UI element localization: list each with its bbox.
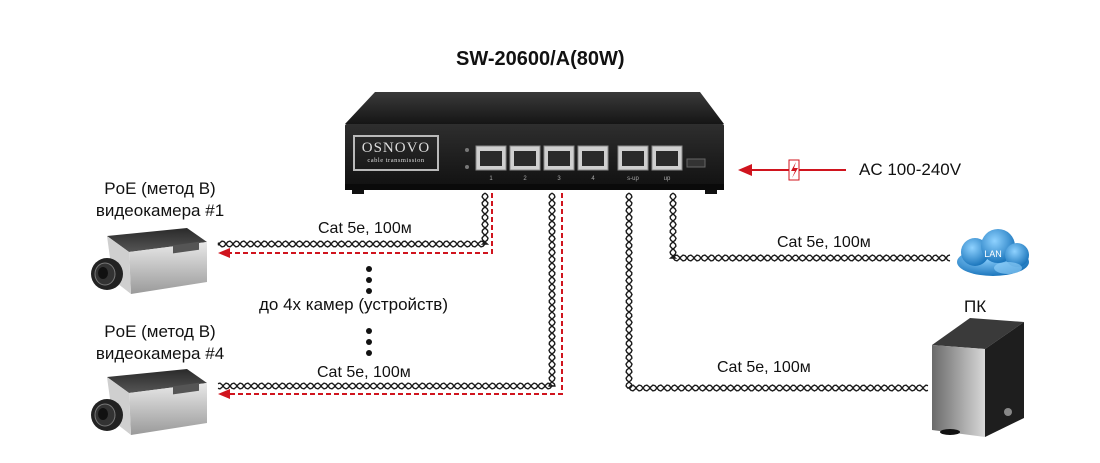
port-label: 3	[557, 176, 561, 182]
port-label: 1	[489, 176, 493, 182]
diagram-title: SW-20600/A(80W)	[456, 48, 625, 70]
pc-label: ПК	[964, 297, 987, 316]
poe-arrows	[226, 193, 563, 395]
ethernet-port-socket	[514, 151, 536, 166]
brand-name: OSNOVO	[361, 140, 431, 156]
cable-camera-1	[217, 192, 489, 248]
ellipsis-dots	[366, 266, 372, 356]
switch-top	[345, 92, 724, 124]
ethernet-port-socket	[548, 151, 570, 166]
led-power	[465, 148, 469, 152]
pc-tower-icon	[932, 318, 1024, 437]
power-arrow-head	[738, 164, 752, 176]
cables	[217, 192, 951, 392]
lan-label: LAN	[984, 249, 1002, 259]
arrow-head-cam4	[218, 389, 230, 399]
camera-icon	[91, 228, 207, 294]
cable-label-lan: Cat 5e, 100м	[777, 234, 871, 251]
ethernet-port-socket	[656, 151, 678, 166]
brand-logo: OSNOVO cable transmission	[353, 135, 439, 171]
camera-4-name: видеокамера #4	[95, 344, 225, 363]
ethernet-port-socket	[480, 151, 502, 166]
camera-1-method: PoE (метод B)	[104, 179, 216, 198]
lightning-icon	[791, 162, 798, 178]
arrow-head-cam1	[218, 248, 230, 258]
power-input	[738, 159, 846, 181]
dc-socket	[686, 158, 706, 168]
port-label: s-up	[627, 176, 639, 182]
poe-arrow-cam1	[226, 193, 493, 254]
port-label: up	[664, 176, 671, 182]
power-label: AC 100-240V	[859, 160, 962, 179]
cable-camera-4	[217, 192, 556, 390]
camera-icon	[91, 369, 207, 435]
led-status	[465, 165, 469, 169]
port-label: 4	[591, 176, 595, 182]
ethernet-port-socket	[622, 151, 644, 166]
cable-pc	[625, 192, 929, 392]
port-label: 2	[523, 176, 527, 182]
camera-1-name: видеокамера #1	[95, 201, 225, 220]
cable-lan	[668, 192, 951, 262]
camera-1-label: PoE (метод B) видеокамера #1	[60, 178, 260, 222]
poe-arrow-cam4	[226, 193, 563, 395]
lan-cloud-icon: LAN	[957, 229, 1029, 276]
brand-subtitle: cable transmission	[367, 157, 425, 164]
ethernet-port-socket	[582, 151, 604, 166]
cable-pc	[625, 192, 929, 392]
camera-count-note: до 4х камер (устройств)	[259, 295, 449, 314]
cable-label-cam1: Cat 5e, 100м	[318, 220, 412, 237]
cable-label-cam4: Cat 5e, 100м	[317, 364, 411, 381]
camera-4-method: PoE (метод B)	[104, 322, 216, 341]
poe-switch: 1 2 3 4 s-up up	[345, 92, 724, 194]
cable-label-pc: Cat 5e, 100м	[717, 359, 811, 376]
cable-camera-4	[217, 192, 556, 390]
camera-4-label: PoE (метод B) видеокамера #4	[60, 321, 260, 365]
